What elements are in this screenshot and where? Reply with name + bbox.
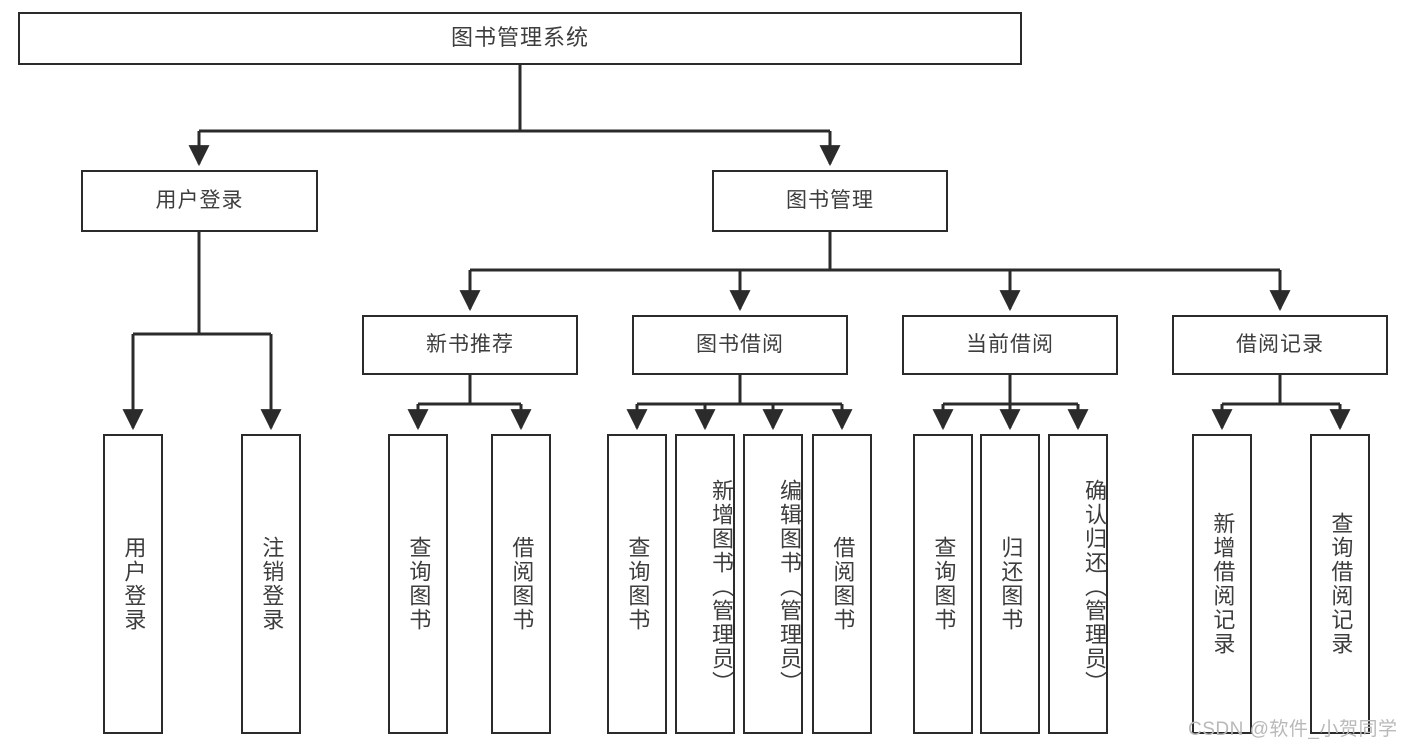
- node-book-borrow[interactable]: 图书借阅: [632, 315, 848, 375]
- leaf-new-book-borrow-books[interactable]: 借阅图书: [491, 434, 551, 734]
- leaf-borrow-record-add-record[interactable]: 新增借阅记录: [1192, 434, 1252, 734]
- leaf-current-borrow-query-books[interactable]: 查询图书: [913, 434, 973, 734]
- leaf-new-book-query-books[interactable]: 查询图书: [388, 434, 448, 734]
- node-book-management[interactable]: 图书管理: [712, 170, 948, 232]
- leaf-current-borrow-return-books[interactable]: 归还图书: [980, 434, 1040, 734]
- node-user-login[interactable]: 用户登录: [81, 170, 318, 232]
- leaf-book-borrow-edit-book-admin[interactable]: 编辑图书（管理员）: [743, 434, 803, 734]
- leaf-current-borrow-confirm-return-admin[interactable]: 确认归还（管理员）: [1048, 434, 1108, 734]
- leaf-user-login-logout[interactable]: 注销登录: [241, 434, 301, 734]
- csdn-watermark: CSDN @软件_小贺同学: [1188, 719, 1398, 740]
- leaf-book-borrow-query-books[interactable]: 查询图书: [607, 434, 667, 734]
- leaf-book-borrow-add-book-admin[interactable]: 新增图书（管理员）: [675, 434, 735, 734]
- leaf-user-login-login[interactable]: 用户登录: [103, 434, 163, 734]
- leaf-book-borrow-borrow-books[interactable]: 借阅图书: [812, 434, 872, 734]
- node-borrow-record[interactable]: 借阅记录: [1172, 315, 1388, 375]
- node-new-book-recommend[interactable]: 新书推荐: [362, 315, 578, 375]
- node-current-borrow[interactable]: 当前借阅: [902, 315, 1118, 375]
- leaf-borrow-record-query-record[interactable]: 查询借阅记录: [1310, 434, 1370, 734]
- node-root-book-management-system[interactable]: 图书管理系统: [18, 12, 1022, 65]
